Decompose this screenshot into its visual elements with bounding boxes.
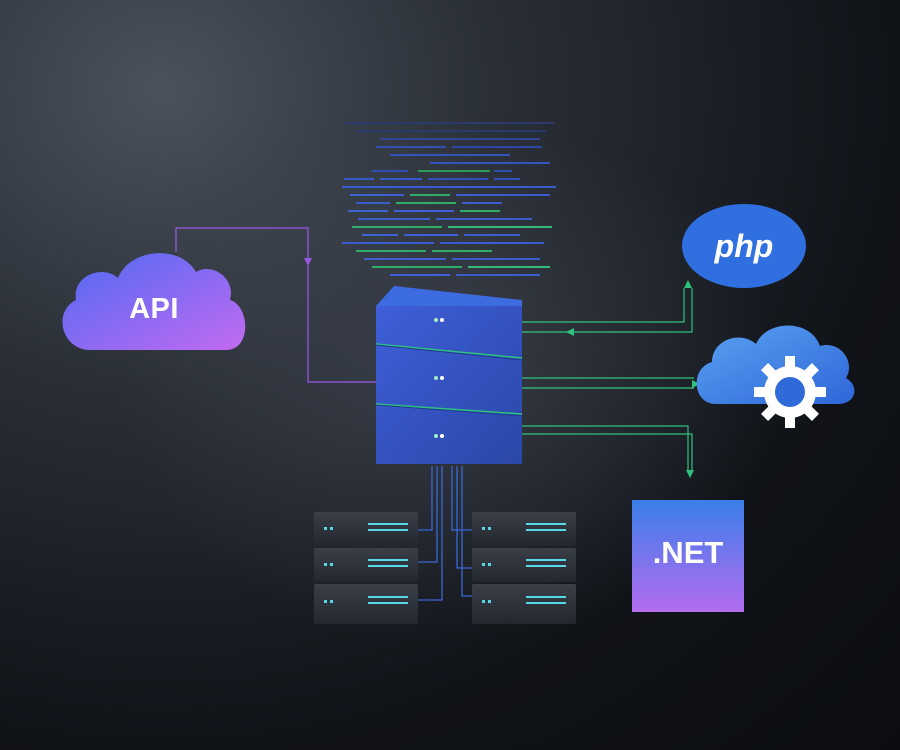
dotnet-label: .NET	[652, 535, 724, 570]
cloud-gear-icon	[696, 325, 855, 428]
connector-racks	[418, 466, 472, 601]
server-rack-icon	[314, 512, 418, 624]
api-label: API	[129, 293, 179, 325]
dotnet-tile	[632, 500, 744, 612]
connector-api	[175, 227, 378, 383]
server-tower-icon	[375, 286, 523, 464]
php-label: php	[714, 228, 774, 264]
cloud-icon	[62, 253, 246, 350]
connector-php	[522, 280, 693, 336]
php-badge	[682, 204, 806, 288]
connector-net	[522, 425, 694, 478]
connector-settings	[522, 377, 700, 389]
code-snippet	[342, 122, 556, 276]
server-rack-icon	[472, 512, 576, 624]
